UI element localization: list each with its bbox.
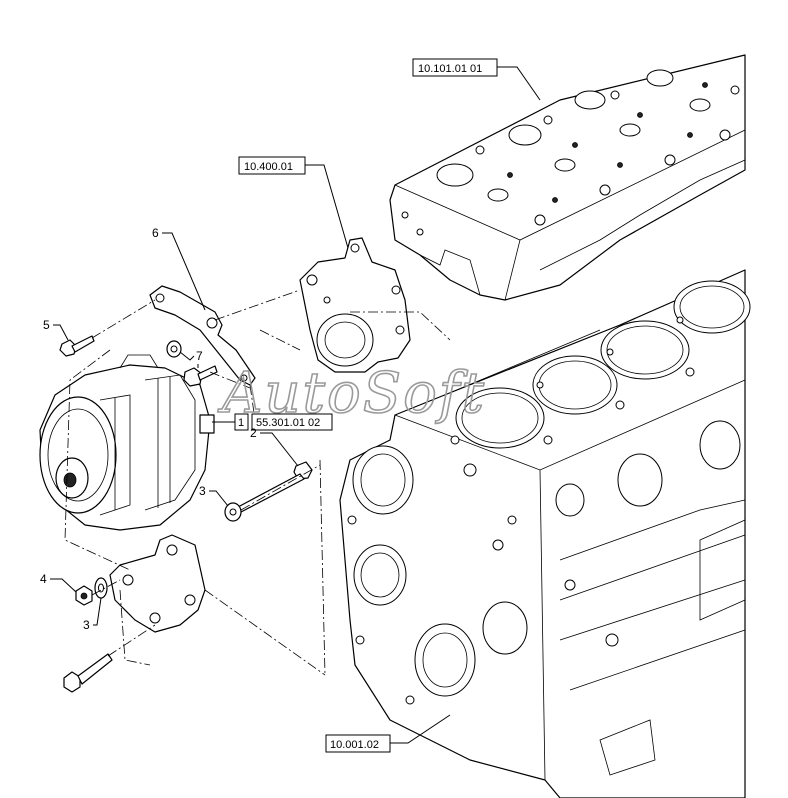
- callout-5-label: 5: [43, 318, 50, 332]
- engine-block: [339, 269, 751, 798]
- ref-alternator-page: 1: [238, 417, 244, 429]
- ref-alternator-label: 55.301.01 02: [256, 417, 320, 429]
- callout-3-lower-label: 3: [83, 618, 90, 632]
- callout-7: 7: [179, 349, 203, 368]
- alternator-mount-bracket: [109, 534, 206, 633]
- ref-engine-block-label: 10.001.02: [330, 739, 379, 751]
- cylinder-head: [389, 54, 746, 301]
- bolt-item-5: [59, 335, 95, 357]
- alternator: [39, 354, 215, 531]
- callout-3-upper: 3: [199, 484, 229, 507]
- nut-item-7: [183, 365, 218, 387]
- ref-cylinder-head[interactable]: 10.101.01 01: [412, 58, 541, 101]
- alternator-bracket: [149, 285, 256, 386]
- ref-cylinder-head-label: 10.101.01 01: [418, 63, 482, 75]
- ref-water-pump[interactable]: 10.400.01: [238, 156, 349, 249]
- callout-5: 5: [43, 318, 69, 341]
- ref-engine-block[interactable]: 10.001.02: [325, 714, 451, 753]
- washer-item-7: [166, 340, 182, 358]
- nut-item-4: [75, 585, 93, 606]
- callout-2-label: 2: [250, 426, 257, 440]
- ref-alternator[interactable]: 1 55.301.01 02: [212, 413, 333, 431]
- ref-water-pump-label: 10.400.01: [244, 161, 293, 173]
- callout-7-label: 7: [196, 349, 203, 363]
- callout-6: 6: [152, 226, 206, 311]
- callout-6-label: 6: [152, 226, 159, 240]
- callout-4: 4: [40, 572, 77, 593]
- water-pump: [299, 237, 411, 373]
- callout-3-lower: 3: [83, 597, 102, 632]
- callout-4-label: 4: [40, 572, 47, 586]
- callout-2: 2: [250, 426, 299, 467]
- washer-item-3-upper: [224, 502, 242, 522]
- callout-3-upper-label: 3: [199, 484, 206, 498]
- bolt-item-2: [237, 461, 313, 513]
- lower-bolt: [63, 653, 113, 693]
- assembly-lines: [64, 289, 451, 676]
